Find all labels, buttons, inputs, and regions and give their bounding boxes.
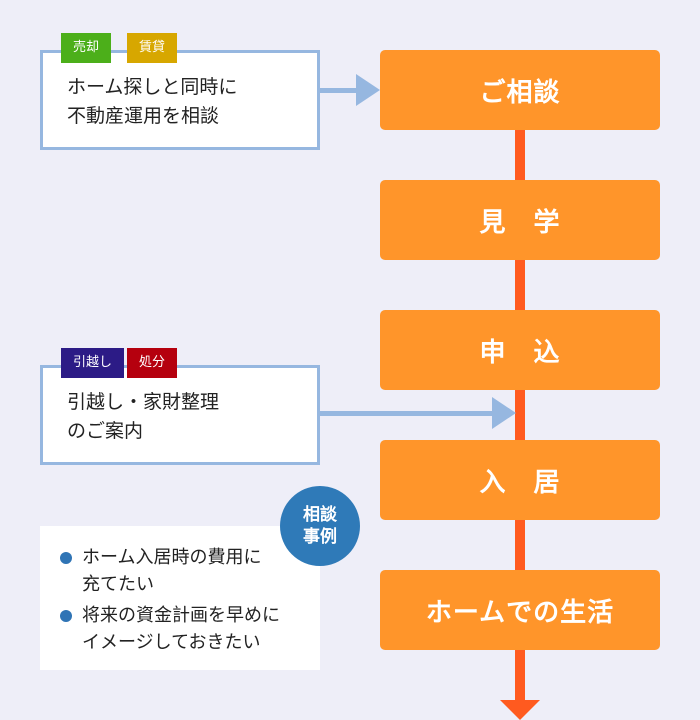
callout-moving: 引越し 処分 引越し・家財整理 のご案内 [40, 348, 320, 465]
arrow-right-icon [492, 397, 516, 429]
case-examples-box: ホーム入居時の費用に 充てたい 将来の資金計画を早めに イメージしておきたい [40, 526, 320, 670]
case-examples-badge: 相談 事例 [280, 486, 360, 566]
connector-line [317, 88, 357, 93]
tag-rent: 賃貸 [127, 33, 178, 63]
tag-dispose: 処分 [127, 348, 178, 378]
step-life-at-home: ホームでの生活 [380, 570, 660, 650]
flow-arrow-down-icon [500, 700, 540, 720]
step-move-in: 入 居 [380, 440, 660, 520]
callout-moving-text: 引越し・家財整理 のご案内 [67, 391, 220, 442]
connector-line [317, 411, 493, 416]
case-item: 将来の資金計画を早めに イメージしておきたい [60, 602, 280, 656]
callout-real-estate-text: ホーム探しと同時に 不動産運用を相談 [67, 76, 238, 127]
step-application: 申 込 [380, 310, 660, 390]
flow-line [515, 125, 525, 705]
callout-real-estate: 売却 賃貸 ホーム探しと同時に 不動産運用を相談 [40, 33, 320, 150]
step-visit: 見 学 [380, 180, 660, 260]
tag-moving: 引越し [61, 348, 125, 378]
case-item: ホーム入居時の費用に 充てたい [60, 544, 280, 598]
arrow-right-icon [356, 74, 380, 106]
case-list: ホーム入居時の費用に 充てたい 将来の資金計画を早めに イメージしておきたい [60, 544, 280, 660]
step-consultation: ご相談 [380, 50, 660, 130]
tag-sell: 売却 [61, 33, 112, 63]
